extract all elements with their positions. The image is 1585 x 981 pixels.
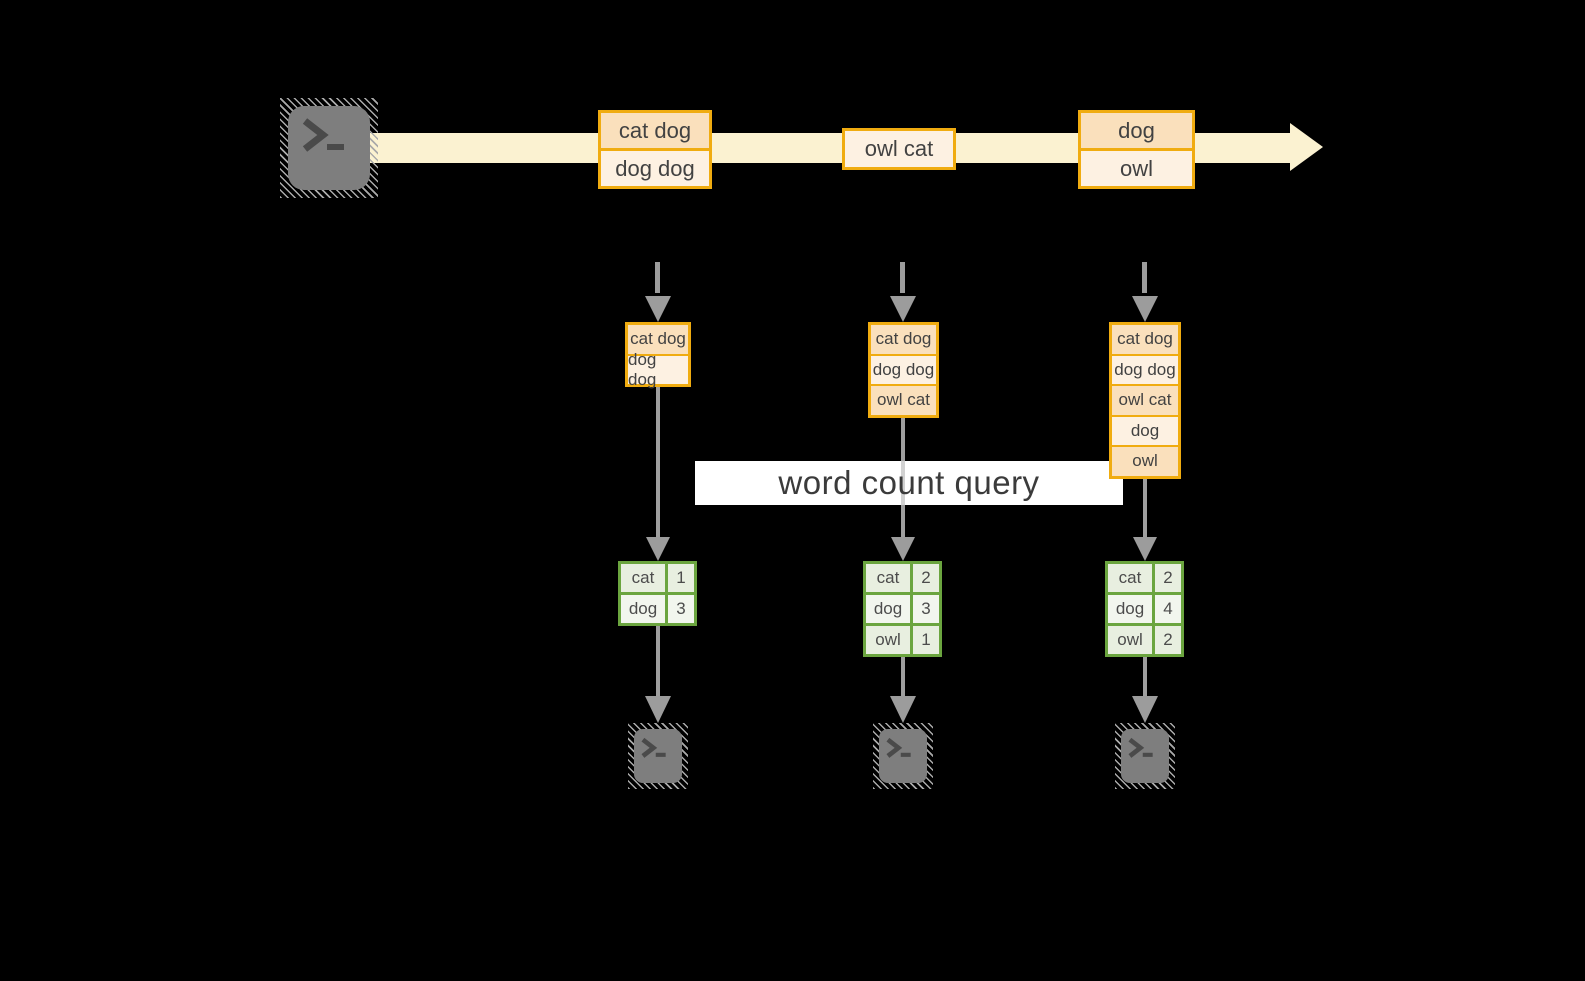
buffer-row: cat dog — [871, 325, 936, 356]
terminal-body — [879, 729, 927, 783]
terminal-source-icon — [280, 98, 378, 198]
dashed-arrow-line — [655, 262, 660, 293]
dashed-arrow-line — [1142, 262, 1147, 293]
stream-record-2: owl cat — [842, 128, 956, 170]
count-value: 1 — [913, 626, 939, 654]
query-banner-label: word count query — [778, 464, 1040, 501]
count-value: 2 — [1155, 626, 1181, 654]
buffer-row: dog — [1112, 416, 1178, 447]
buffer-row: cat dog — [628, 325, 688, 356]
buffer-row: owl cat — [1112, 386, 1178, 417]
count-value: 2 — [913, 564, 939, 592]
terminal-body — [288, 106, 370, 190]
count-value: 4 — [1155, 595, 1181, 623]
count-word: owl — [1108, 626, 1152, 654]
count-word: cat — [621, 564, 665, 592]
count-table-2: cat 2 dog 3 owl 1 — [863, 561, 942, 657]
count-table-3: cat 2 dog 4 owl 2 — [1105, 561, 1184, 657]
prompt-glyph-icon — [886, 737, 911, 758]
count-word: dog — [866, 595, 910, 623]
count-word: dog — [621, 595, 665, 623]
stream-record-3: dog owl — [1078, 110, 1195, 189]
connector-line — [656, 626, 660, 699]
count-value: 2 — [1155, 564, 1181, 592]
connector-line — [901, 417, 905, 540]
arrowhead-icon — [645, 696, 671, 723]
stream-token: owl cat — [845, 131, 953, 167]
dashed-arrowhead-icon — [890, 296, 916, 322]
dashed-arrowhead-icon — [1132, 296, 1158, 322]
stream-arrowhead-icon — [1290, 123, 1323, 171]
terminal-sink-icon — [1115, 723, 1175, 789]
count-value: 3 — [668, 595, 694, 623]
buffer-row: dog dog — [871, 355, 936, 386]
connector-line — [1143, 657, 1147, 699]
buffer-row: dog dog — [628, 350, 688, 389]
state-buffer-3: cat dog dog dog owl cat dog owl — [1109, 322, 1181, 479]
count-word: cat — [1108, 564, 1152, 592]
count-value: 1 — [668, 564, 694, 592]
buffer-row: owl cat — [871, 386, 936, 415]
arrowhead-icon — [646, 537, 670, 561]
state-buffer-2: cat dog dog dog owl cat — [868, 322, 939, 418]
buffer-row: owl — [1112, 447, 1178, 476]
arrowhead-icon — [1132, 696, 1158, 723]
terminal-body — [1121, 729, 1169, 783]
prompt-glyph-icon — [302, 118, 344, 152]
query-banner — [695, 461, 1123, 505]
buffer-row: dog dog — [1112, 355, 1178, 386]
stream-token: cat dog — [601, 113, 709, 151]
connector-line — [1143, 478, 1147, 540]
terminal-sink-icon — [873, 723, 933, 789]
stream-token: owl — [1081, 151, 1192, 186]
terminal-sink-icon — [628, 723, 688, 789]
stream-token: dog — [1081, 113, 1192, 151]
dashed-arrow-line — [900, 262, 905, 293]
count-word: dog — [1108, 595, 1152, 623]
connector-line — [656, 385, 660, 540]
state-buffer-1: cat dog dog dog — [625, 322, 691, 389]
stream-record-1: cat dog dog dog — [598, 110, 712, 189]
stream-token: dog dog — [601, 151, 709, 186]
count-value: 3 — [913, 595, 939, 623]
prompt-glyph-icon — [641, 737, 666, 758]
arrowhead-icon — [890, 696, 916, 723]
dashed-arrowhead-icon — [645, 296, 671, 322]
buffer-row: cat dog — [1112, 325, 1178, 356]
count-word: owl — [866, 626, 910, 654]
arrowhead-icon — [1133, 537, 1157, 561]
connector-line — [901, 657, 905, 699]
arrowhead-icon — [891, 537, 915, 561]
prompt-glyph-icon — [1128, 737, 1153, 758]
count-table-1: cat 1 dog 3 — [618, 561, 697, 626]
terminal-body — [634, 729, 682, 783]
count-word: cat — [866, 564, 910, 592]
